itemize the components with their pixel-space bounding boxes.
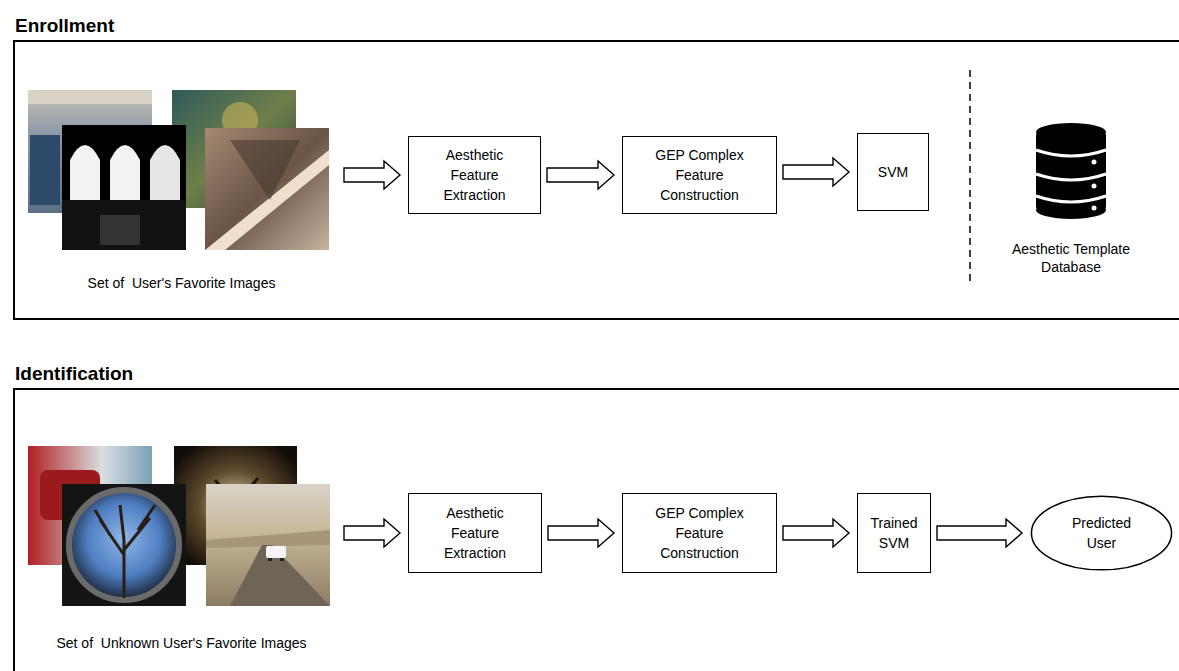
block-arrow	[783, 519, 849, 547]
node-label: GEP Complex Feature Construction	[650, 145, 750, 205]
process-box: Aesthetic Feature Extraction	[408, 136, 541, 214]
panel-heading: Enrollment	[15, 15, 114, 37]
block-arrow	[548, 519, 614, 547]
ellipse-outline	[1030, 495, 1173, 571]
node-label: SVM	[878, 162, 908, 182]
classifier-box: Trained SVM	[857, 493, 931, 573]
block-arrow	[547, 161, 614, 189]
process-box: GEP Complex Feature Construction	[622, 136, 777, 214]
image-set: Set of User's Favorite Images	[25, 88, 338, 296]
database-node: Aesthetic Template Database	[990, 118, 1152, 280]
classifier-box: SVM	[857, 133, 929, 211]
node-label: Aesthetic Feature Extraction	[434, 145, 516, 205]
block-arrow	[937, 519, 1022, 547]
node-label: Set of Unknown User's Favorite Images	[56, 634, 306, 652]
output-ellipse: Predicted User	[1030, 495, 1173, 571]
image-set: Set of Unknown User's Favorite Images	[25, 444, 338, 656]
node-label: Set of User's Favorite Images	[88, 274, 276, 292]
node-label: Trained SVM	[864, 513, 924, 553]
block-arrow	[344, 519, 400, 547]
node-label: GEP Complex Feature Construction	[650, 503, 750, 563]
node-label: Aesthetic Feature Extraction	[434, 503, 516, 563]
enrollment-panel: EnrollmentSet of User's Favorite ImagesA…	[13, 40, 1179, 320]
node-label: Predicted User	[1062, 513, 1142, 553]
node-label: Aesthetic Template Database	[1001, 240, 1141, 276]
panel-heading: Identification	[15, 363, 133, 385]
block-arrow	[783, 158, 849, 186]
process-box: Aesthetic Feature Extraction	[408, 493, 542, 573]
block-arrow	[344, 161, 400, 189]
process-box: GEP Complex Feature Construction	[622, 493, 777, 573]
identification-panel: IdentificationSet of Unknown User's Favo…	[13, 388, 1179, 671]
